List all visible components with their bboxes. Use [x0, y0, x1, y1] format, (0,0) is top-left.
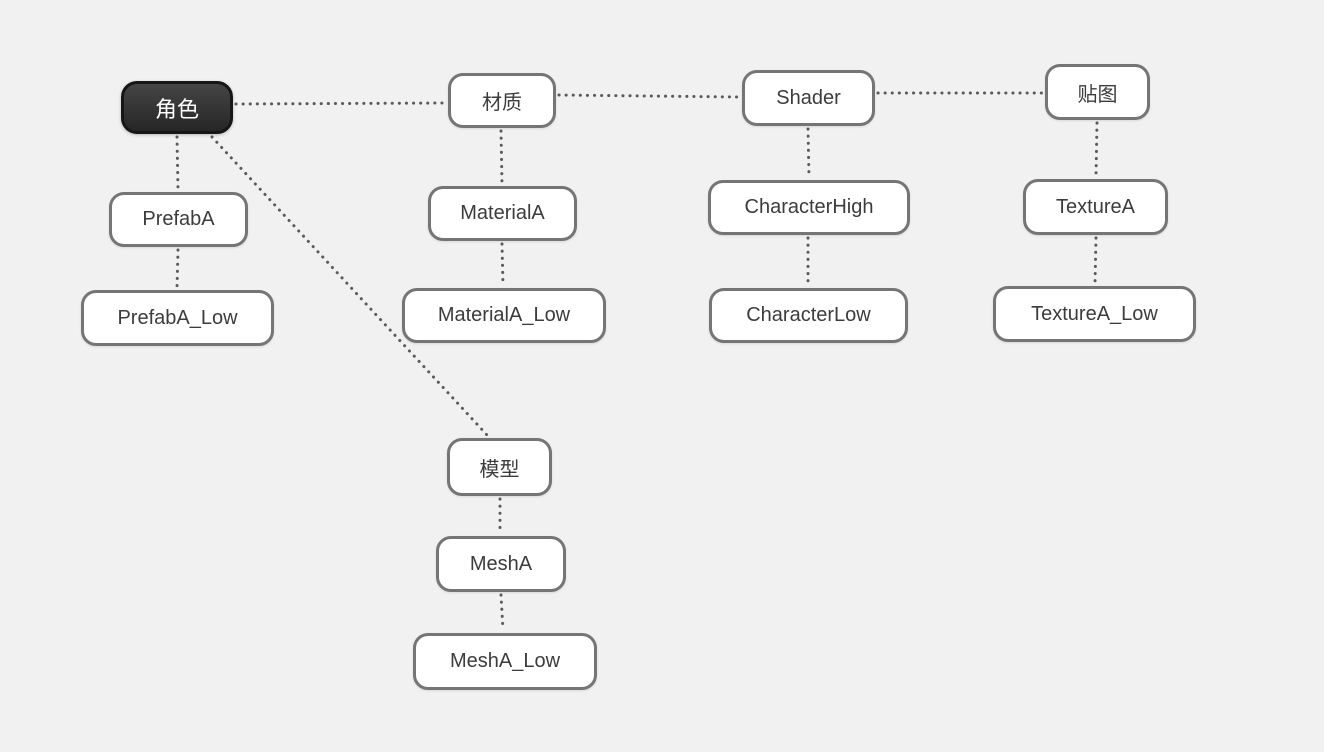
node-role[interactable]: 角色 — [121, 81, 233, 134]
node-texturea-low[interactable]: TextureA_Low — [993, 286, 1196, 342]
node-characterhigh-label: CharacterHigh — [744, 196, 874, 218]
edge-juese-prefabA — [175, 135, 180, 191]
node-texture-map-label: 贴图 — [1077, 83, 1118, 106]
node-texturea[interactable]: TextureA — [1023, 179, 1168, 235]
node-characterhigh[interactable]: CharacterHigh — [708, 180, 910, 235]
edge-juese-moxing — [210, 135, 489, 437]
node-material-label: 材质 — [482, 92, 522, 114]
node-texturea-low-label: TextureA_Low — [1031, 302, 1158, 325]
edge-meshA-meshA_low — [499, 593, 505, 632]
edge-materialA-materialA_low — [500, 242, 505, 287]
edge-shader-characterHigh — [806, 127, 811, 179]
edge-caizhi-materialA — [499, 129, 504, 185]
node-shader[interactable]: Shader — [742, 70, 875, 126]
node-materiala[interactable]: MaterialA — [428, 186, 577, 241]
node-model[interactable]: 模型 — [447, 438, 552, 496]
edge-caizhi-shader — [557, 93, 741, 99]
edge-tietu-textureA — [1094, 121, 1099, 178]
node-texturea-label: TextureA — [1056, 195, 1135, 218]
node-material[interactable]: 材质 — [448, 73, 556, 128]
node-prefaba-label: PrefabA — [142, 208, 215, 230]
node-prefaba-low[interactable]: PrefabA_Low — [81, 290, 274, 346]
node-role-label: 角色 — [154, 96, 199, 122]
node-mesha[interactable]: MeshA — [436, 536, 566, 592]
node-materiala-label: MaterialA — [460, 202, 545, 224]
node-texture-map[interactable]: 贴图 — [1045, 64, 1150, 120]
node-characterlow[interactable]: CharacterLow — [709, 288, 908, 343]
edge-prefabA-prefabA_low — [175, 248, 180, 289]
edge-textureA-textureA_low — [1093, 236, 1098, 285]
node-characterlow-label: CharacterLow — [746, 304, 871, 326]
node-mesha-low[interactable]: MeshA_Low — [413, 633, 597, 690]
node-model-label: 模型 — [479, 458, 520, 481]
edge-juese-caizhi — [234, 101, 447, 106]
node-materiala-low[interactable]: MaterialA_Low — [402, 288, 606, 343]
node-prefaba[interactable]: PrefabA — [109, 192, 248, 247]
node-prefaba-low-label: PrefabA_Low — [117, 306, 238, 329]
node-materiala-low-label: MaterialA_Low — [437, 304, 571, 326]
node-shader-label: Shader — [776, 86, 841, 109]
node-mesha-label: MeshA — [469, 552, 533, 575]
node-mesha-low-label: MeshA_Low — [449, 650, 561, 672]
